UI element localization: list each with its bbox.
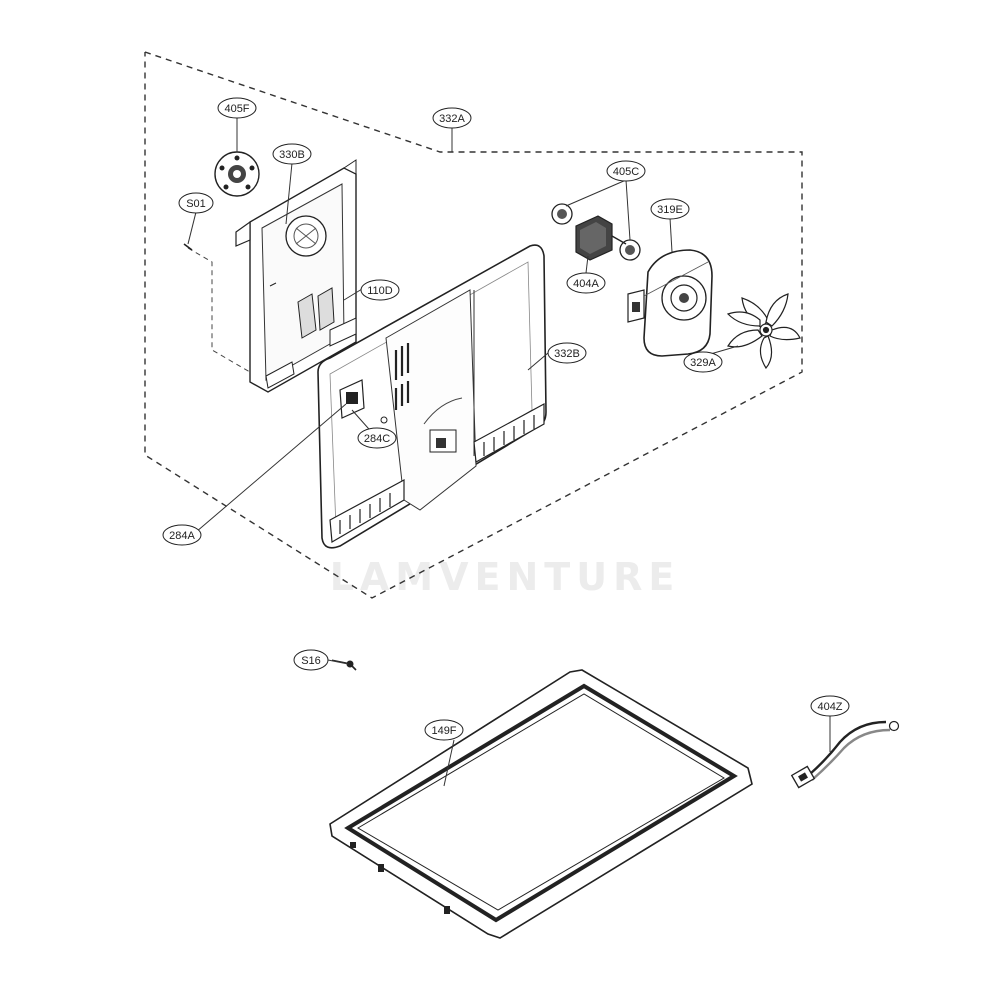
label-329a: 329A	[683, 351, 723, 373]
part-404a-fan-motor[interactable]	[575, 215, 627, 261]
part-330b-fan-bracket[interactable]	[235, 159, 357, 393]
label-405c: 405C	[606, 160, 646, 182]
label-284a: 284A	[162, 524, 202, 546]
label-404z: 404Z	[810, 695, 850, 717]
label-s01-text: S01	[186, 198, 206, 210]
label-319e: 319E	[650, 198, 690, 220]
label-110d: 110D	[360, 279, 400, 301]
label-405f: 405F	[217, 97, 257, 119]
label-319e-text: 319E	[657, 204, 683, 216]
label-404a-text: 404A	[573, 278, 599, 290]
watermark: LAMVENTURE	[330, 555, 681, 599]
label-s16: S16	[293, 649, 329, 671]
part-329a-fan-blade[interactable]	[726, 293, 801, 370]
label-332a-text: 332A	[439, 113, 465, 125]
part-284c-sensor[interactable]	[339, 379, 388, 424]
label-149f-text: 149F	[431, 725, 456, 737]
part-s01-screw[interactable]	[183, 243, 193, 251]
label-405f-text: 405F	[224, 103, 249, 115]
part-149f-glass-shelf[interactable]	[329, 669, 753, 939]
label-284c: 284C	[357, 427, 397, 449]
label-330b: 330B	[272, 143, 312, 165]
label-110d-text: 110D	[367, 285, 393, 297]
label-332a: 332A	[432, 107, 472, 129]
label-149f: 149F	[424, 719, 464, 741]
watermark-text: LAMVENTURE	[330, 555, 681, 599]
label-284a-text: 284A	[169, 530, 195, 542]
label-329a-text: 329A	[690, 357, 716, 369]
label-405c-text: 405C	[613, 166, 639, 178]
part-405c-grommets[interactable]	[551, 203, 641, 261]
bottom-ribs-right	[473, 402, 545, 463]
vent-slots	[394, 343, 410, 410]
part-332b-duct-cover[interactable]	[317, 244, 547, 549]
part-404z-wire-harness[interactable]	[790, 720, 900, 789]
part-s16-screw[interactable]	[331, 659, 357, 671]
part-319e-fan-housing[interactable]	[627, 249, 713, 357]
label-404z-text: 404Z	[817, 701, 842, 713]
label-s01: S01	[178, 192, 214, 214]
bottom-ribs-left	[329, 478, 405, 543]
label-s16-text: S16	[301, 655, 321, 667]
label-330b-text: 330B	[279, 149, 305, 161]
label-332b-text: 332B	[554, 348, 580, 360]
s01-assembly-guide	[187, 247, 251, 373]
part-405f-shroud-disc[interactable]	[214, 151, 260, 197]
assembly-boundary	[144, 51, 803, 599]
label-284c-text: 284C	[364, 433, 390, 445]
label-332b: 332B	[547, 342, 587, 364]
label-404a: 404A	[566, 272, 606, 294]
